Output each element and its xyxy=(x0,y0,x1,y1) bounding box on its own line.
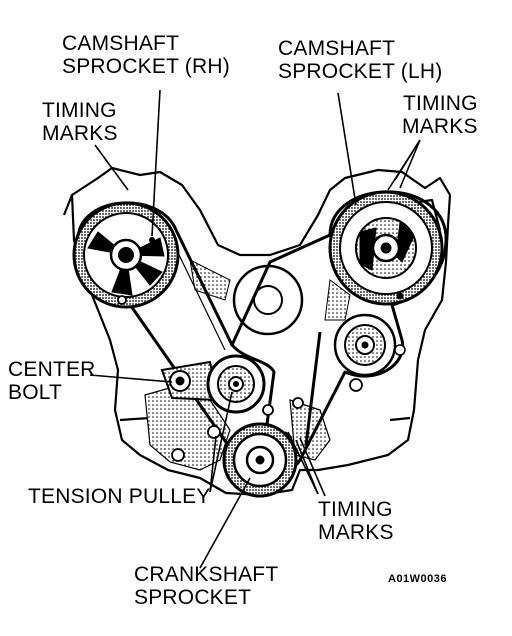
figure-code: A01W0036 xyxy=(388,573,448,585)
label-timing-marks-right: TIMING MARKS xyxy=(402,92,478,138)
leader-lines xyxy=(89,89,421,569)
camshaft-sprocket-lh xyxy=(328,190,444,306)
label-timing-marks-left: TIMING MARKS xyxy=(42,99,118,145)
label-timing-marks-bottom: TIMING MARKS xyxy=(318,498,394,544)
crankshaft-sprocket xyxy=(222,422,298,498)
block-bolts xyxy=(117,295,363,462)
label-crankshaft-sprocket: CRANKSHAFT SPROCKET xyxy=(134,563,279,609)
lower-block-shading xyxy=(144,259,351,471)
water-pump-pulley xyxy=(232,264,304,336)
label-tension-pulley: TENSION PULLEY xyxy=(28,485,211,508)
label-center-bolt: CENTER BOLT xyxy=(8,358,96,404)
label-camshaft-sprocket-rh: CAMSHAFT SPROCKET (RH) xyxy=(62,32,230,78)
idler-pulley-right xyxy=(333,313,406,377)
label-camshaft-sprocket-lh: CAMSHAFT SPROCKET (LH) xyxy=(278,37,443,83)
camshaft-sprocket-rh xyxy=(72,201,180,309)
tension-pulley-assembly xyxy=(160,354,266,414)
